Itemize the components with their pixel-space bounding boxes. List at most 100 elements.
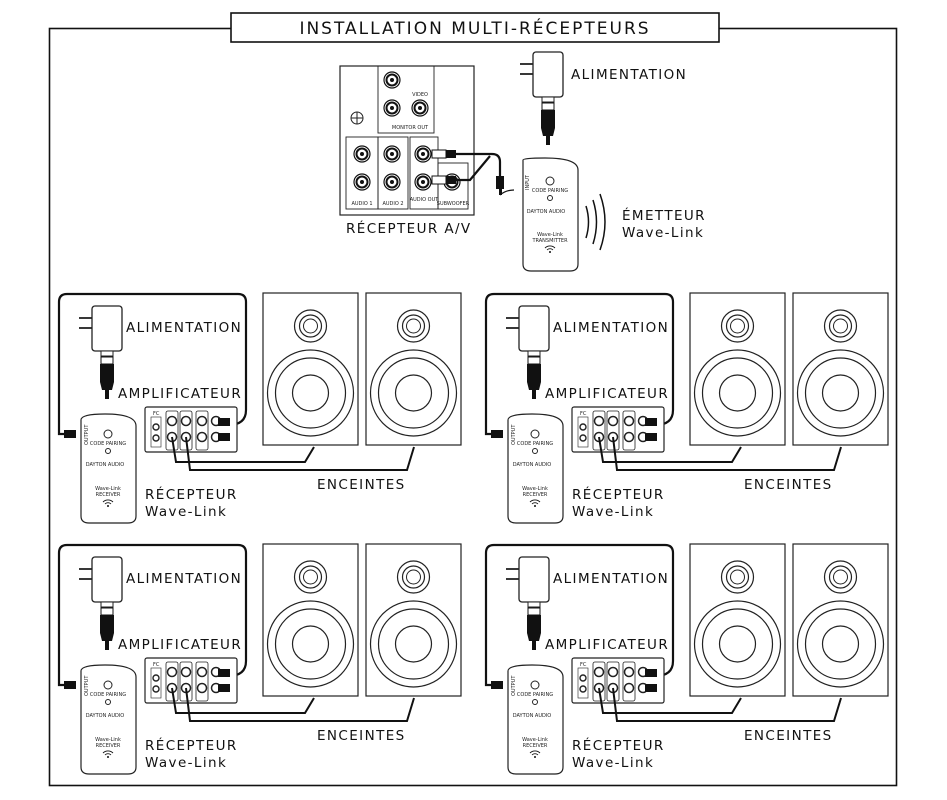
tx-code-pairing-label: CODE PAIRING <box>532 188 568 194</box>
speaker-left <box>262 292 359 446</box>
wave-link-transmitter: CODE PAIRING DAYTON AUDIO Wave-Link TRAN… <box>522 157 579 272</box>
rx-brand-label: DAYTON AUDIO <box>86 713 125 719</box>
tx-power-label: ALIMENTATION <box>571 67 687 83</box>
tx-brand-label: DAYTON AUDIO <box>527 209 566 215</box>
amp-rca-plug <box>645 684 657 692</box>
rx-output-label: OUTPUT <box>84 675 90 696</box>
speaker-wire-right <box>185 687 415 722</box>
amp-rca-plug <box>218 684 230 692</box>
speaker-left <box>689 292 786 446</box>
tx-name-label: Wave-Link <box>537 232 563 238</box>
amplifier-label: AMPLIFICATEUR <box>118 637 242 653</box>
audio-cable <box>484 543 675 687</box>
mini-jack-plug <box>491 430 503 438</box>
mini-jack-plug <box>64 430 76 438</box>
amp-rca-plug <box>218 418 230 426</box>
mini-jack-plug <box>491 681 503 689</box>
power-adapter-icon <box>505 556 550 613</box>
rx-type-label: RECEIVER <box>523 492 548 498</box>
rx-code-pairing-label: CODE PAIRING <box>517 441 553 447</box>
receiver-label-line2: Wave-Link <box>572 755 654 771</box>
rx-name-label: Wave-Link <box>95 486 121 492</box>
rx-code-pairing-label: CODE PAIRING <box>90 692 126 698</box>
power-adapter-icon <box>78 556 123 613</box>
power-label: ALIMENTATION <box>553 320 669 336</box>
amplifier-label: AMPLIFICATEUR <box>545 637 669 653</box>
rx-name-label: Wave-Link <box>522 486 548 492</box>
amplifier-panel <box>144 657 238 704</box>
av-receiver-label: RÉCEPTEUR A/V <box>346 220 472 237</box>
audio-cable <box>484 292 675 436</box>
rx-brand-label: DAYTON AUDIO <box>86 462 125 468</box>
audio-out-label: AUDIO OUT <box>410 197 440 203</box>
power-adapter-icon <box>78 305 123 362</box>
tx-power-adapter <box>519 51 564 146</box>
dc-barrel-plug <box>99 356 115 400</box>
dc-barrel-plug <box>526 356 542 400</box>
receiver-label-line1: RÉCEPTEUR <box>145 486 238 503</box>
amp-rca-plug <box>218 433 230 441</box>
receiver-label-line1: RÉCEPTEUR <box>572 737 665 754</box>
speaker-right <box>365 292 462 446</box>
source-cable <box>456 152 502 182</box>
mini-jack-plug <box>64 681 76 689</box>
speaker-wire-left <box>171 687 315 714</box>
speaker-right <box>365 543 462 697</box>
transmit-waves-icon <box>585 193 606 251</box>
speaker-wire-left <box>598 436 742 463</box>
amplifier-panel <box>571 406 665 453</box>
dc-barrel-plug <box>99 607 115 651</box>
monitor-out-label: MONITOR OUT <box>392 125 429 131</box>
rx-code-pairing-label: CODE PAIRING <box>517 692 553 698</box>
rx-name-label: Wave-Link <box>95 737 121 743</box>
amp-rca-plug <box>218 669 230 677</box>
audio1-label: AUDIO 1 <box>351 201 372 207</box>
source-rca-plugs <box>431 149 456 185</box>
receiver-label-line1: RÉCEPTEUR <box>145 737 238 754</box>
rx-output-label: OUTPUT <box>511 424 517 445</box>
page-title: INSTALLATION MULTI-RÉCEPTEURS <box>299 17 650 39</box>
speakers-label: ENCEINTES <box>744 728 833 744</box>
rx-type-label: RECEIVER <box>523 743 548 749</box>
speakers-label: ENCEINTES <box>317 728 406 744</box>
amp-rca-plug <box>645 669 657 677</box>
speaker-wire-right <box>612 687 842 722</box>
speaker-wire-right <box>612 436 842 471</box>
speaker-wire-right <box>185 436 415 471</box>
amp-rca-plug <box>645 433 657 441</box>
speaker-right <box>792 292 889 446</box>
audio2-label: AUDIO 2 <box>382 201 403 207</box>
power-label: ALIMENTATION <box>553 571 669 587</box>
transmitter-label-line1: ÉMETTEUR <box>622 207 706 224</box>
rx-output-label: OUTPUT <box>84 424 90 445</box>
audio-cable <box>57 543 248 687</box>
source-mini-jack <box>496 176 504 195</box>
amplifier-panel <box>571 657 665 704</box>
source-group: MONITOR OUT VIDEO AUDIO 1 AUDIO 2 AUDIO … <box>339 51 706 272</box>
speaker-wire-left <box>171 436 315 463</box>
speaker-left <box>262 543 359 697</box>
speaker-left <box>689 543 786 697</box>
rx-code-pairing-label: CODE PAIRING <box>90 441 126 447</box>
amp-rca-plug <box>645 418 657 426</box>
amplifier-label: AMPLIFICATEUR <box>118 386 242 402</box>
amplifier-panel <box>144 406 238 453</box>
power-label: ALIMENTATION <box>126 320 242 336</box>
subwoofer-label: SUBWOOFER <box>437 201 470 207</box>
power-adapter-icon <box>505 305 550 362</box>
receiver-label-line2: Wave-Link <box>145 504 227 520</box>
tx-type-label: TRANSMITTER <box>531 238 568 244</box>
receiver-label-line2: Wave-Link <box>572 504 654 520</box>
transmitter-label-line2: Wave-Link <box>622 225 704 241</box>
speaker-wire-left <box>598 687 742 714</box>
